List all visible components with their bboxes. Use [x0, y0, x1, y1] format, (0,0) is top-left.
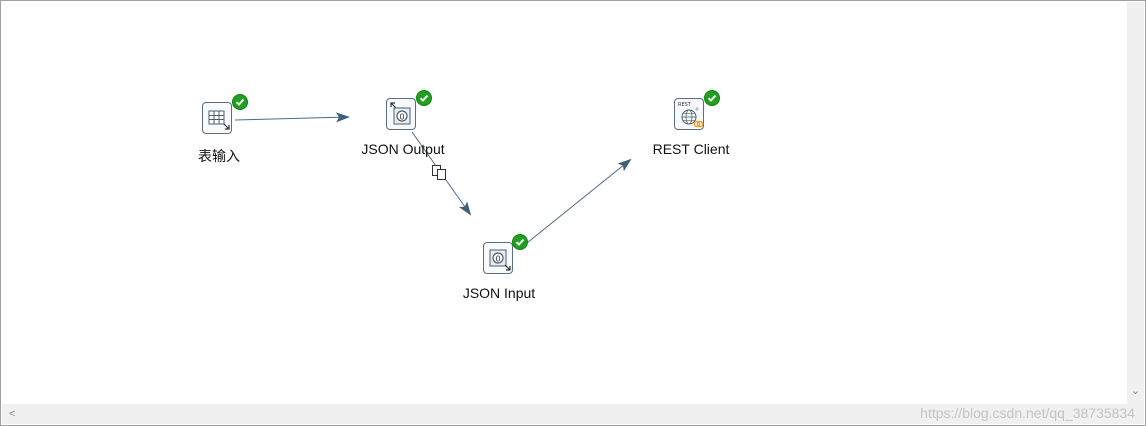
step-label: REST Client: [652, 141, 730, 157]
hop-json-input-to-rest-client[interactable]: [521, 158, 632, 248]
watermark: https://blog.csdn.net/qq_38735834: [920, 405, 1135, 421]
scroll-down-arrow-icon[interactable]: ⌄: [1131, 385, 1141, 397]
json-output-icon[interactable]: 0: [386, 98, 416, 130]
success-check-icon: [512, 234, 528, 250]
rest-badge-text: REST: [678, 102, 692, 108]
success-check-icon: [232, 94, 248, 110]
table-input-icon[interactable]: [202, 102, 232, 134]
step-label: JSON Input: [462, 285, 536, 301]
success-check-icon: [704, 90, 720, 106]
step-label: 表输入: [198, 148, 240, 164]
transformation-canvas[interactable]: 表输入 0 JSON Output: [2, 2, 1128, 405]
scrollbar-corner: [1127, 404, 1144, 424]
svg-text:0: 0: [399, 113, 404, 122]
json-input-icon[interactable]: 0: [483, 242, 513, 274]
copy-rows-icon: [432, 165, 446, 180]
hops-layer: [234, 112, 632, 248]
rest-client-icon[interactable]: REST: [674, 98, 704, 130]
success-check-icon: [416, 90, 432, 106]
hop-table-input-to-json-output[interactable]: [234, 112, 350, 123]
scroll-left-arrow-icon[interactable]: <: [9, 408, 16, 420]
vertical-scrollbar[interactable]: ⌄: [1127, 2, 1144, 405]
horizontal-scrollbar[interactable]: <: [2, 404, 1128, 424]
svg-text:0: 0: [495, 255, 500, 264]
step-label: JSON Output: [361, 141, 445, 157]
